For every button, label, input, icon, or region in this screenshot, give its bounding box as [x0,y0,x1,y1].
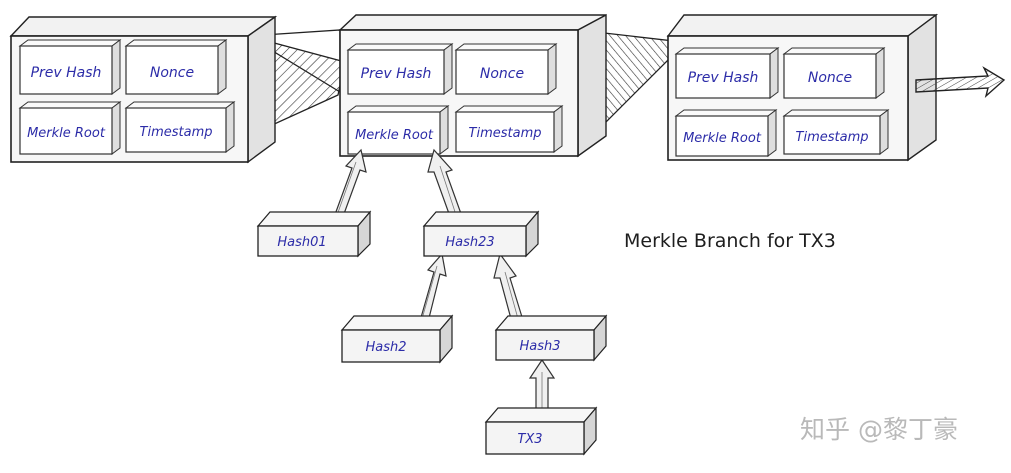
merkle-root-field: Merkle Root [674,109,778,157]
timestamp-field: Timestamp [454,105,564,153]
hash3-label: Hash3 [519,339,560,354]
timestamp-label: Timestamp [796,130,869,145]
prev-hash-field: Prev Hash [18,39,122,95]
timestamp-label: Timestamp [469,126,542,141]
merkle-root-label: Merkle Root [355,128,434,143]
hash2-label: Hash2 [365,340,406,355]
prev-hash-field: Prev Hash [346,43,454,95]
nonce-label: Nonce [808,70,852,86]
arrow-hash01-to-merkle-root [328,148,367,223]
merkle-root-field: Merkle Root [346,105,450,155]
merkle-root-field: Merkle Root [18,101,122,155]
hash01-label: Hash01 [277,235,326,250]
block-1: Prev Hash Nonce Merkle Root Timestamp [9,15,278,164]
tx3-label: TX3 [517,432,542,447]
block-3: Prev Hash Nonce Merkle Root Timestamp [666,13,939,162]
prev-hash-label: Prev Hash [361,66,432,82]
timestamp-field: Timestamp [782,109,890,155]
arrow-hash23-to-merkle-root [427,148,465,223]
timestamp-field: Timestamp [124,101,236,153]
prev-hash-label: Prev Hash [31,65,102,81]
node-hash23: Hash23 [422,210,540,258]
nonce-label: Nonce [150,65,194,81]
nonce-field: Nonce [454,43,558,95]
merkle-root-label: Merkle Root [27,126,106,141]
watermark: 知乎 @黎丁豪 [800,415,958,444]
nonce-label: Nonce [480,66,524,82]
node-hash01: Hash01 [256,210,372,258]
diagram-caption: Merkle Branch for TX3 [624,230,836,252]
merkle-root-label: Merkle Root [683,131,762,146]
timestamp-label: Timestamp [140,125,213,140]
prev-hash-label: Prev Hash [688,70,759,86]
chain-continuation-arrow [915,66,1006,99]
arrow-tx3-to-hash3 [528,358,556,413]
node-tx3: TX3 [484,406,598,456]
block-2: Prev Hash Nonce Merkle Root Timestamp [338,13,607,158]
node-hash3: Hash3 [494,314,608,362]
nonce-field: Nonce [124,39,228,95]
hash23-label: Hash23 [445,235,494,250]
nonce-field: Nonce [782,47,886,99]
prev-hash-field: Prev Hash [674,47,780,99]
node-hash2: Hash2 [340,314,454,364]
